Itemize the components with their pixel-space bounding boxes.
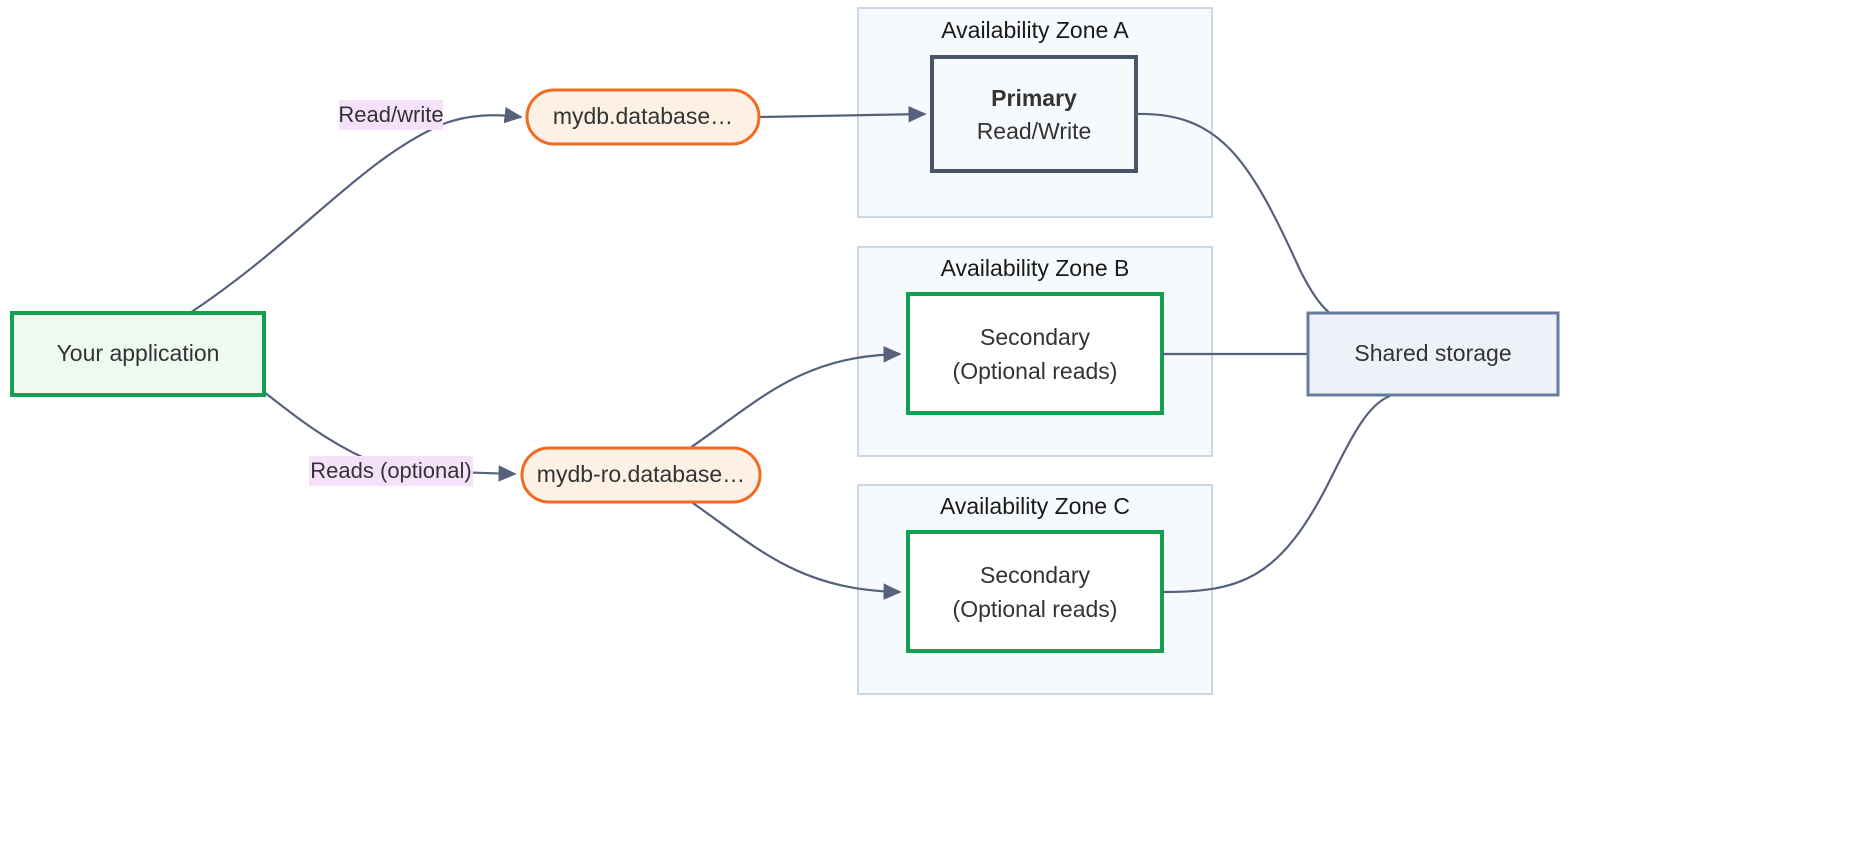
- zone-a-title: Availability Zone A: [941, 17, 1129, 43]
- zone-b-title: Availability Zone B: [941, 255, 1130, 281]
- secondary-b-instance-label: Secondary: [980, 324, 1090, 350]
- zone-b-container: Availability Zone B Secondary (Optional …: [857, 246, 1213, 457]
- reader-endpoint-box[interactable]: [520, 446, 762, 504]
- secondary-c-instance-sublabel: (Optional reads): [953, 596, 1118, 622]
- zone-c-container: Availability Zone C Secondary (Optional …: [857, 484, 1213, 695]
- edge-primary-to-shared-storage: [1135, 112, 1346, 324]
- read-write-label-text: Read/write: [338, 102, 443, 127]
- primary-instance-sublabel: Read/Write: [977, 118, 1092, 144]
- primary-instance-box[interactable]: [930, 55, 1138, 173]
- reader-endpoint-label: mydb-ro.database…: [537, 461, 745, 487]
- writer-endpoint-label: mydb.database…: [553, 103, 733, 129]
- edge-reader-endpoint-to-secondary-b: [689, 346, 902, 449]
- reader-endpoint-node[interactable]: mydb-ro.database…: [520, 446, 762, 504]
- reads-optional-label-highlight: [309, 456, 473, 486]
- secondary-b-instance-sublabel: (Optional reads): [953, 358, 1118, 384]
- zone-c-title: Availability Zone C: [940, 493, 1130, 519]
- application-node[interactable]: Your application: [10, 311, 266, 397]
- edge-secondary-c-to-shared-storage: [1161, 394, 1391, 594]
- secondary-c-instance-label: Secondary: [980, 562, 1090, 588]
- read-write-edge-label: Read/write: [338, 100, 444, 130]
- zone-a-container: Availability Zone A Primary Read/Write: [857, 7, 1213, 218]
- application-label: Your application: [57, 340, 220, 366]
- reads-optional-edge-label: Reads (optional): [309, 456, 473, 486]
- edge-writer-endpoint-to-primary: [759, 106, 927, 123]
- shared-storage-label: Shared storage: [1354, 340, 1511, 366]
- secondary-c-instance-box[interactable]: [906, 530, 1164, 653]
- reads-optional-label-text: Reads (optional): [310, 458, 471, 483]
- shared-storage-node[interactable]: Shared storage: [1306, 311, 1560, 397]
- application-box[interactable]: [10, 311, 266, 397]
- writer-endpoint-box[interactable]: [525, 88, 761, 146]
- writer-endpoint-node[interactable]: mydb.database…: [525, 88, 761, 146]
- secondary-b-instance-box[interactable]: [906, 292, 1164, 415]
- primary-instance-label: Primary: [991, 85, 1077, 111]
- shared-storage-box[interactable]: [1306, 311, 1560, 397]
- edge-app-to-writer-endpoint-arrow: [442, 106, 523, 126]
- edge-reader-endpoint-to-secondary-c: [689, 500, 902, 600]
- read-write-label-highlight: [339, 100, 443, 130]
- edge-app-to-writer-endpoint: [189, 122, 444, 314]
